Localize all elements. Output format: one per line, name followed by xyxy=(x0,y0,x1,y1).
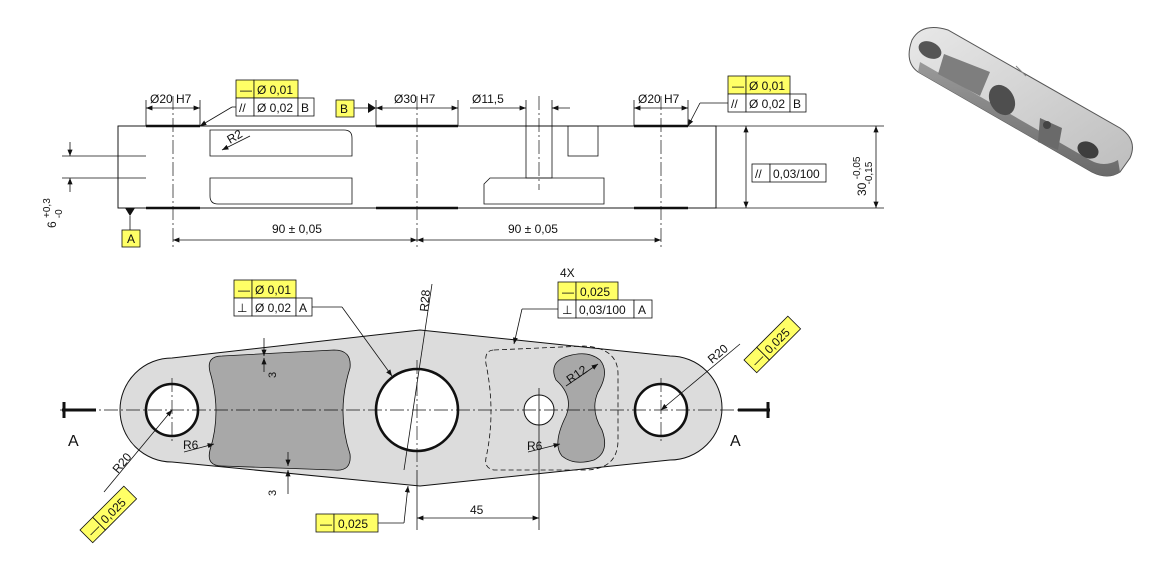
dim-wall-bottom: 3 xyxy=(267,490,279,496)
datum-b-label: B xyxy=(340,102,348,116)
svg-text:—: — xyxy=(562,285,574,299)
slot-top-right xyxy=(567,125,599,157)
svg-text:⊥: ⊥ xyxy=(237,301,247,315)
pocket-top-left xyxy=(209,129,353,157)
svg-text:Ø 0,02: Ø 0,02 xyxy=(255,301,291,315)
section-marker-left: A xyxy=(68,433,79,450)
fcf-plan-bottom: — 0,025 xyxy=(315,513,379,533)
radius-r6-right: R6 xyxy=(527,439,543,453)
fcf-parallel: // 0,03/100 xyxy=(751,163,827,183)
svg-text:Ø 0,01: Ø 0,01 xyxy=(257,83,293,97)
svg-text:0,025: 0,025 xyxy=(338,517,368,531)
fcf-plan-right-edge: — 0,025 xyxy=(743,315,802,374)
fcf-section-left: — Ø 0,01 // Ø 0,02 B xyxy=(235,79,315,117)
dim-small-hole: Ø11,5 xyxy=(472,92,504,106)
svg-text:A: A xyxy=(299,301,307,315)
pocket-bottom-right xyxy=(483,177,605,205)
svg-text:—: — xyxy=(240,83,252,97)
radius-r20-left: R20 xyxy=(110,450,135,476)
dim-slot: 6 +0,3-0 xyxy=(42,198,65,228)
svg-text://: // xyxy=(731,97,738,111)
svg-text:—: — xyxy=(238,283,250,297)
svg-text:—: — xyxy=(732,79,744,93)
dim-bore-center: Ø30 H7 xyxy=(394,92,436,106)
svg-text:A: A xyxy=(638,303,646,317)
svg-text:B: B xyxy=(793,97,801,111)
datum-a-label: A xyxy=(127,232,135,246)
svg-text:0,025: 0,025 xyxy=(580,285,610,299)
fcf-plan-center: — Ø 0,01 ⊥ Ø 0,02 A xyxy=(233,279,313,317)
pocket-right xyxy=(553,353,606,463)
hidden-contour xyxy=(485,345,619,471)
pocket-bottom-left xyxy=(209,177,353,205)
dim-bore-left: Ø20 H7 xyxy=(150,92,192,106)
dim-45: 45 xyxy=(470,503,484,517)
fcf-plan-4x: — 0,025 ⊥ 0,03/100 A xyxy=(557,281,653,319)
dim-wall-top: 3 xyxy=(267,372,279,378)
svg-text:0,03/100: 0,03/100 xyxy=(579,303,626,317)
svg-text:⊥: ⊥ xyxy=(562,303,572,317)
svg-text:—: — xyxy=(320,517,332,531)
svg-text:Ø 0,01: Ø 0,01 xyxy=(255,283,291,297)
fcf-4x-label: 4X xyxy=(560,266,575,280)
fcf-plan-left-edge: — 0,025 xyxy=(79,485,138,544)
svg-text:Ø 0,02: Ø 0,02 xyxy=(257,101,293,115)
svg-text:0,03/100: 0,03/100 xyxy=(773,167,820,181)
radius-r28: R28 xyxy=(417,289,433,312)
plan-view: A A 45 R28 3 3 R6 R6 R12 R20 R20 xyxy=(60,266,802,544)
radius-r2: R2 xyxy=(225,127,246,147)
dim-height: 30 -0,05-0,15 xyxy=(852,156,875,196)
dim-spacing-left: 90 ± 0,05 xyxy=(272,222,322,236)
fcf-section-right: — Ø 0,01 // Ø 0,02 B xyxy=(727,75,807,113)
section-marker-right: A xyxy=(730,433,741,450)
pocket-left xyxy=(208,349,351,471)
radius-r6-left: R6 xyxy=(183,438,199,452)
svg-text:Ø 0,01: Ø 0,01 xyxy=(749,79,785,93)
svg-text://: // xyxy=(755,167,762,181)
svg-text://: // xyxy=(239,101,246,115)
section-view: Ø20 H7 Ø30 H7 Ø11,5 Ø20 H7 R2 90 ± 0,05 … xyxy=(42,75,884,250)
dim-bore-right: Ø20 H7 xyxy=(638,92,680,106)
radius-r20-right: R20 xyxy=(705,341,731,366)
svg-text:B: B xyxy=(301,101,309,115)
iso-view xyxy=(908,27,1133,177)
svg-text:Ø 0,02: Ø 0,02 xyxy=(749,97,785,111)
dim-spacing-right: 90 ± 0,05 xyxy=(508,222,558,236)
